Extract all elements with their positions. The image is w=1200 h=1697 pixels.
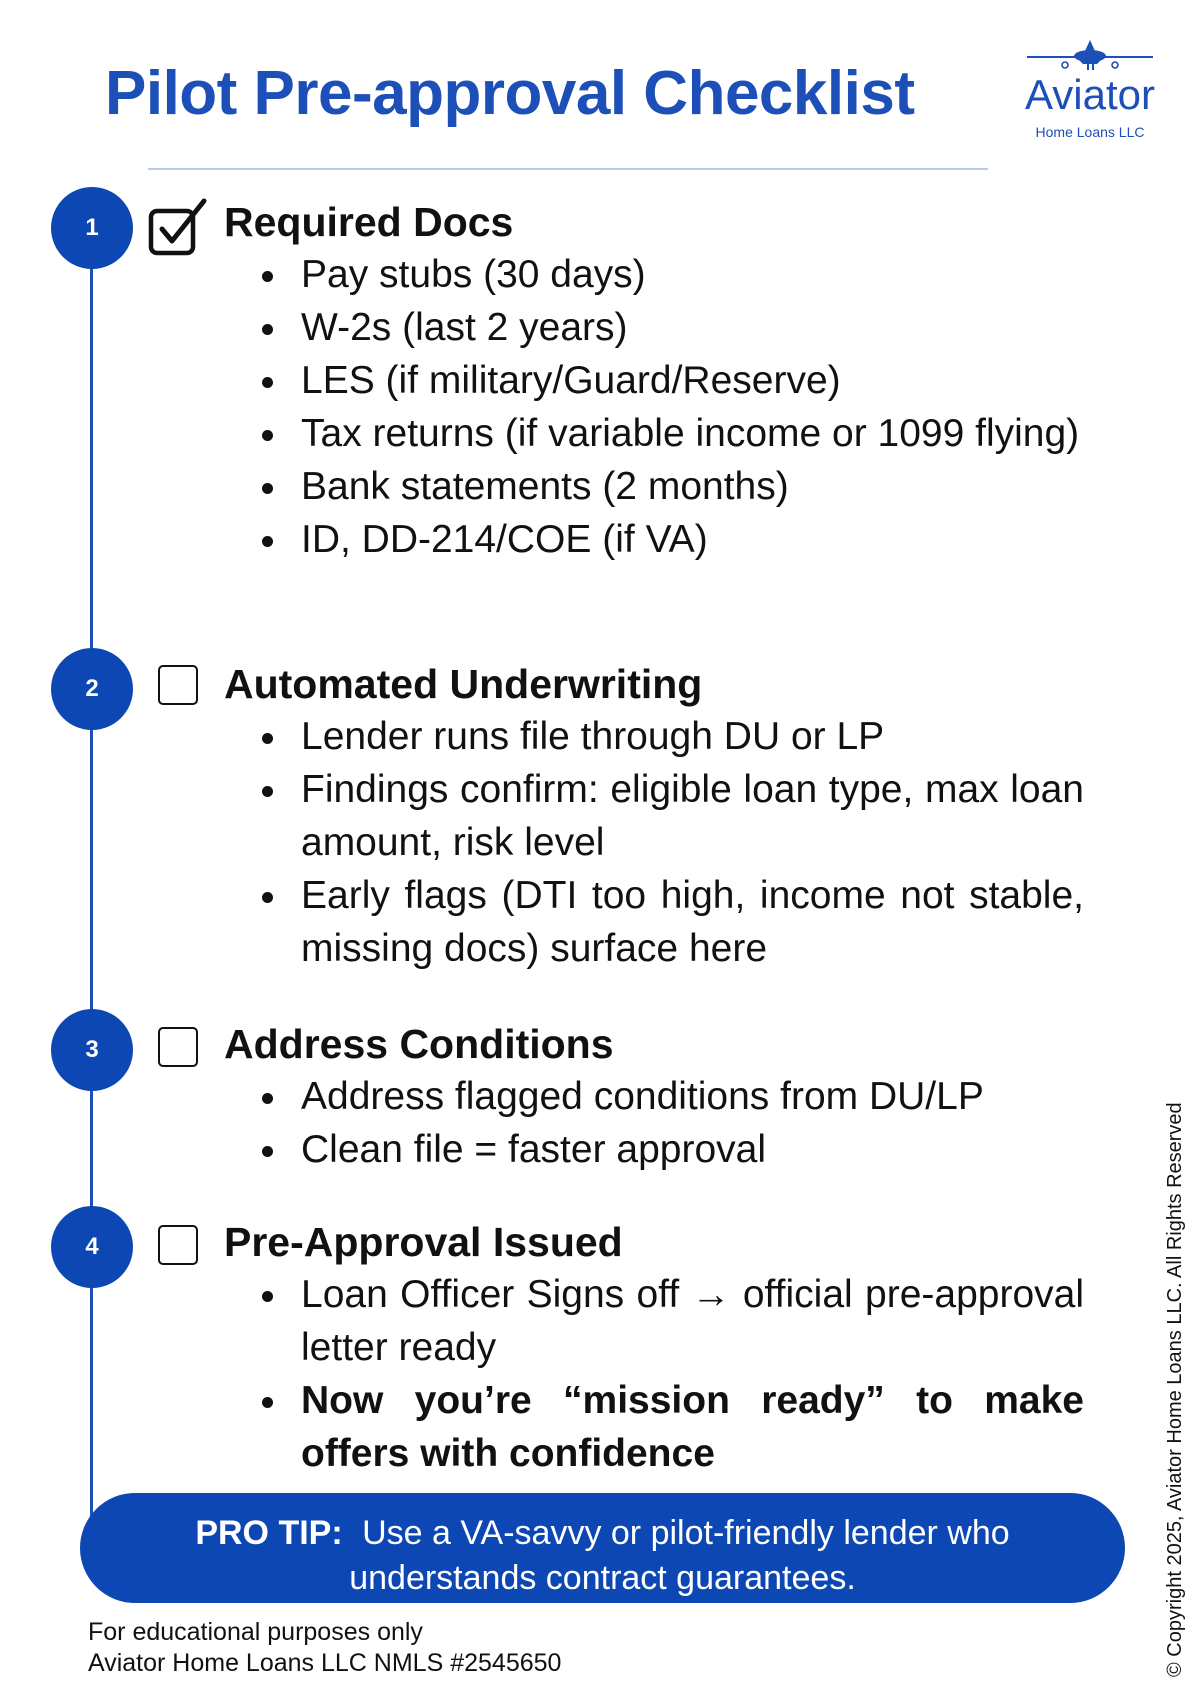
timeline-line xyxy=(90,228,93,1518)
step-1-item-list: Pay stubs (30 days) W-2s (last 2 years) … xyxy=(254,248,1084,566)
step-number-3: 3 xyxy=(51,1009,133,1091)
list-item: ID, DD-214/COE (if VA) xyxy=(254,513,1084,566)
step-3-item-list: Address flagged conditions from DU/LP Cl… xyxy=(254,1070,1084,1176)
checkbox-unchecked[interactable] xyxy=(158,1027,198,1067)
list-item: Pay stubs (30 days) xyxy=(254,248,1084,301)
footer: For educational purposes only Aviator Ho… xyxy=(88,1617,561,1679)
step-title-pre-approval-issued: Pre-Approval Issued xyxy=(224,1219,623,1265)
checkmark-icon xyxy=(148,198,207,256)
pro-tip-text: Use a VA-savvy or pilot-friendly lender … xyxy=(349,1514,1010,1597)
list-item: Loan Officer Signs off → official pre-ap… xyxy=(254,1268,1084,1374)
page-title: Pilot Pre-approval Checklist xyxy=(105,59,915,128)
logo-subtitle: Home Loans LLC xyxy=(1035,124,1145,140)
footer-nmls: Aviator Home Loans LLC NMLS #2545650 xyxy=(88,1649,562,1677)
list-item: Tax returns (if variable income or 1099 … xyxy=(254,407,1084,460)
pro-tip-banner: PRO TIP: Use a VA-savvy or pilot-friendl… xyxy=(80,1493,1125,1603)
copyright-notice: © Copyright 2025, Aviator Home Loans LLC… xyxy=(1164,1102,1186,1677)
list-item: Now you’re “mission ready” to make offer… xyxy=(254,1374,1084,1480)
step-title-automated-underwriting: Automated Underwriting xyxy=(224,661,703,707)
checkbox-checked[interactable] xyxy=(148,197,210,259)
step-title-address-conditions: Address Conditions xyxy=(224,1021,614,1067)
step-number-1: 1 xyxy=(51,187,133,269)
step-number-4: 4 xyxy=(51,1206,133,1288)
list-item: LES (if military/Guard/Reserve) xyxy=(254,354,1084,407)
step-2-item-list: Lender runs file through DU or LP Findin… xyxy=(254,710,1084,975)
header-divider xyxy=(148,168,988,170)
logo-name: Aviator xyxy=(1025,71,1155,118)
list-item: Bank statements (2 months) xyxy=(254,460,1084,513)
list-item: Clean file = faster approval xyxy=(254,1123,1084,1176)
list-item: W-2s (last 2 years) xyxy=(254,301,1084,354)
checkbox-unchecked[interactable] xyxy=(158,665,198,705)
pro-tip-label: PRO TIP: xyxy=(195,1514,343,1552)
list-item: Findings confirm: eligible loan type, ma… xyxy=(254,763,1084,869)
step-4-item-list: Loan Officer Signs off → official pre-ap… xyxy=(254,1268,1084,1480)
list-item: Early flags (DTI too high, income not st… xyxy=(254,869,1084,975)
airplane-icon xyxy=(1027,40,1153,70)
checkbox-unchecked[interactable] xyxy=(158,1225,198,1265)
list-item: Lender runs file through DU or LP xyxy=(254,710,1084,763)
list-item: Address flagged conditions from DU/LP xyxy=(254,1070,1084,1123)
step-title-required-docs: Required Docs xyxy=(224,199,514,245)
company-logo: Aviator Home Loans LLC xyxy=(1005,38,1175,140)
step-number-2: 2 xyxy=(51,648,133,730)
footer-disclaimer: For educational purposes only xyxy=(88,1618,423,1646)
